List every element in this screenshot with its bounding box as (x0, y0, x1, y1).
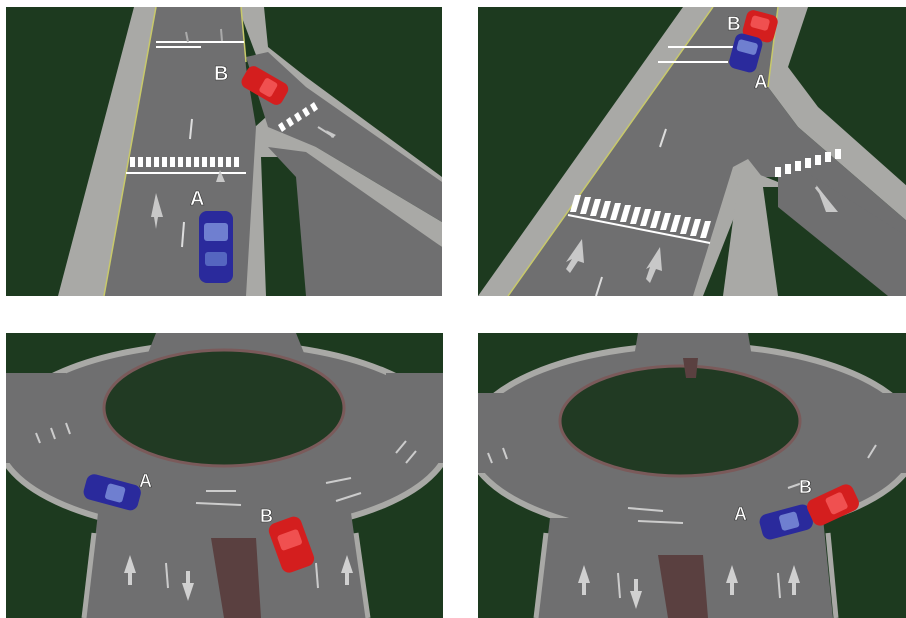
scene-panel-top-right: B A (478, 7, 906, 296)
car-a-label: A (139, 471, 152, 491)
car-a-label: A (734, 504, 747, 524)
roundabout-scene-1: A B (6, 333, 443, 618)
car-b-label: B (214, 63, 228, 85)
intersection-scene-2: B A (478, 7, 906, 296)
car-b-label: B (727, 14, 741, 35)
roundabout-scene-2: A B (478, 333, 906, 618)
scene-panel-top-left: A B (6, 7, 442, 296)
car-a (199, 211, 233, 283)
east-road (873, 393, 906, 473)
car-a-label: A (190, 188, 204, 210)
scene-panel-bottom-right: A B (478, 333, 906, 618)
car-a-label: A (754, 72, 768, 93)
west-road (478, 393, 518, 473)
car-b-label: B (260, 506, 273, 526)
east-road (386, 373, 443, 463)
intersection-scene-1: A B (6, 7, 442, 296)
car-b-label: B (799, 477, 812, 497)
scene-panel-bottom-left: A B (6, 333, 443, 618)
west-road (6, 373, 66, 463)
central-island (560, 366, 800, 476)
central-island (104, 350, 344, 466)
